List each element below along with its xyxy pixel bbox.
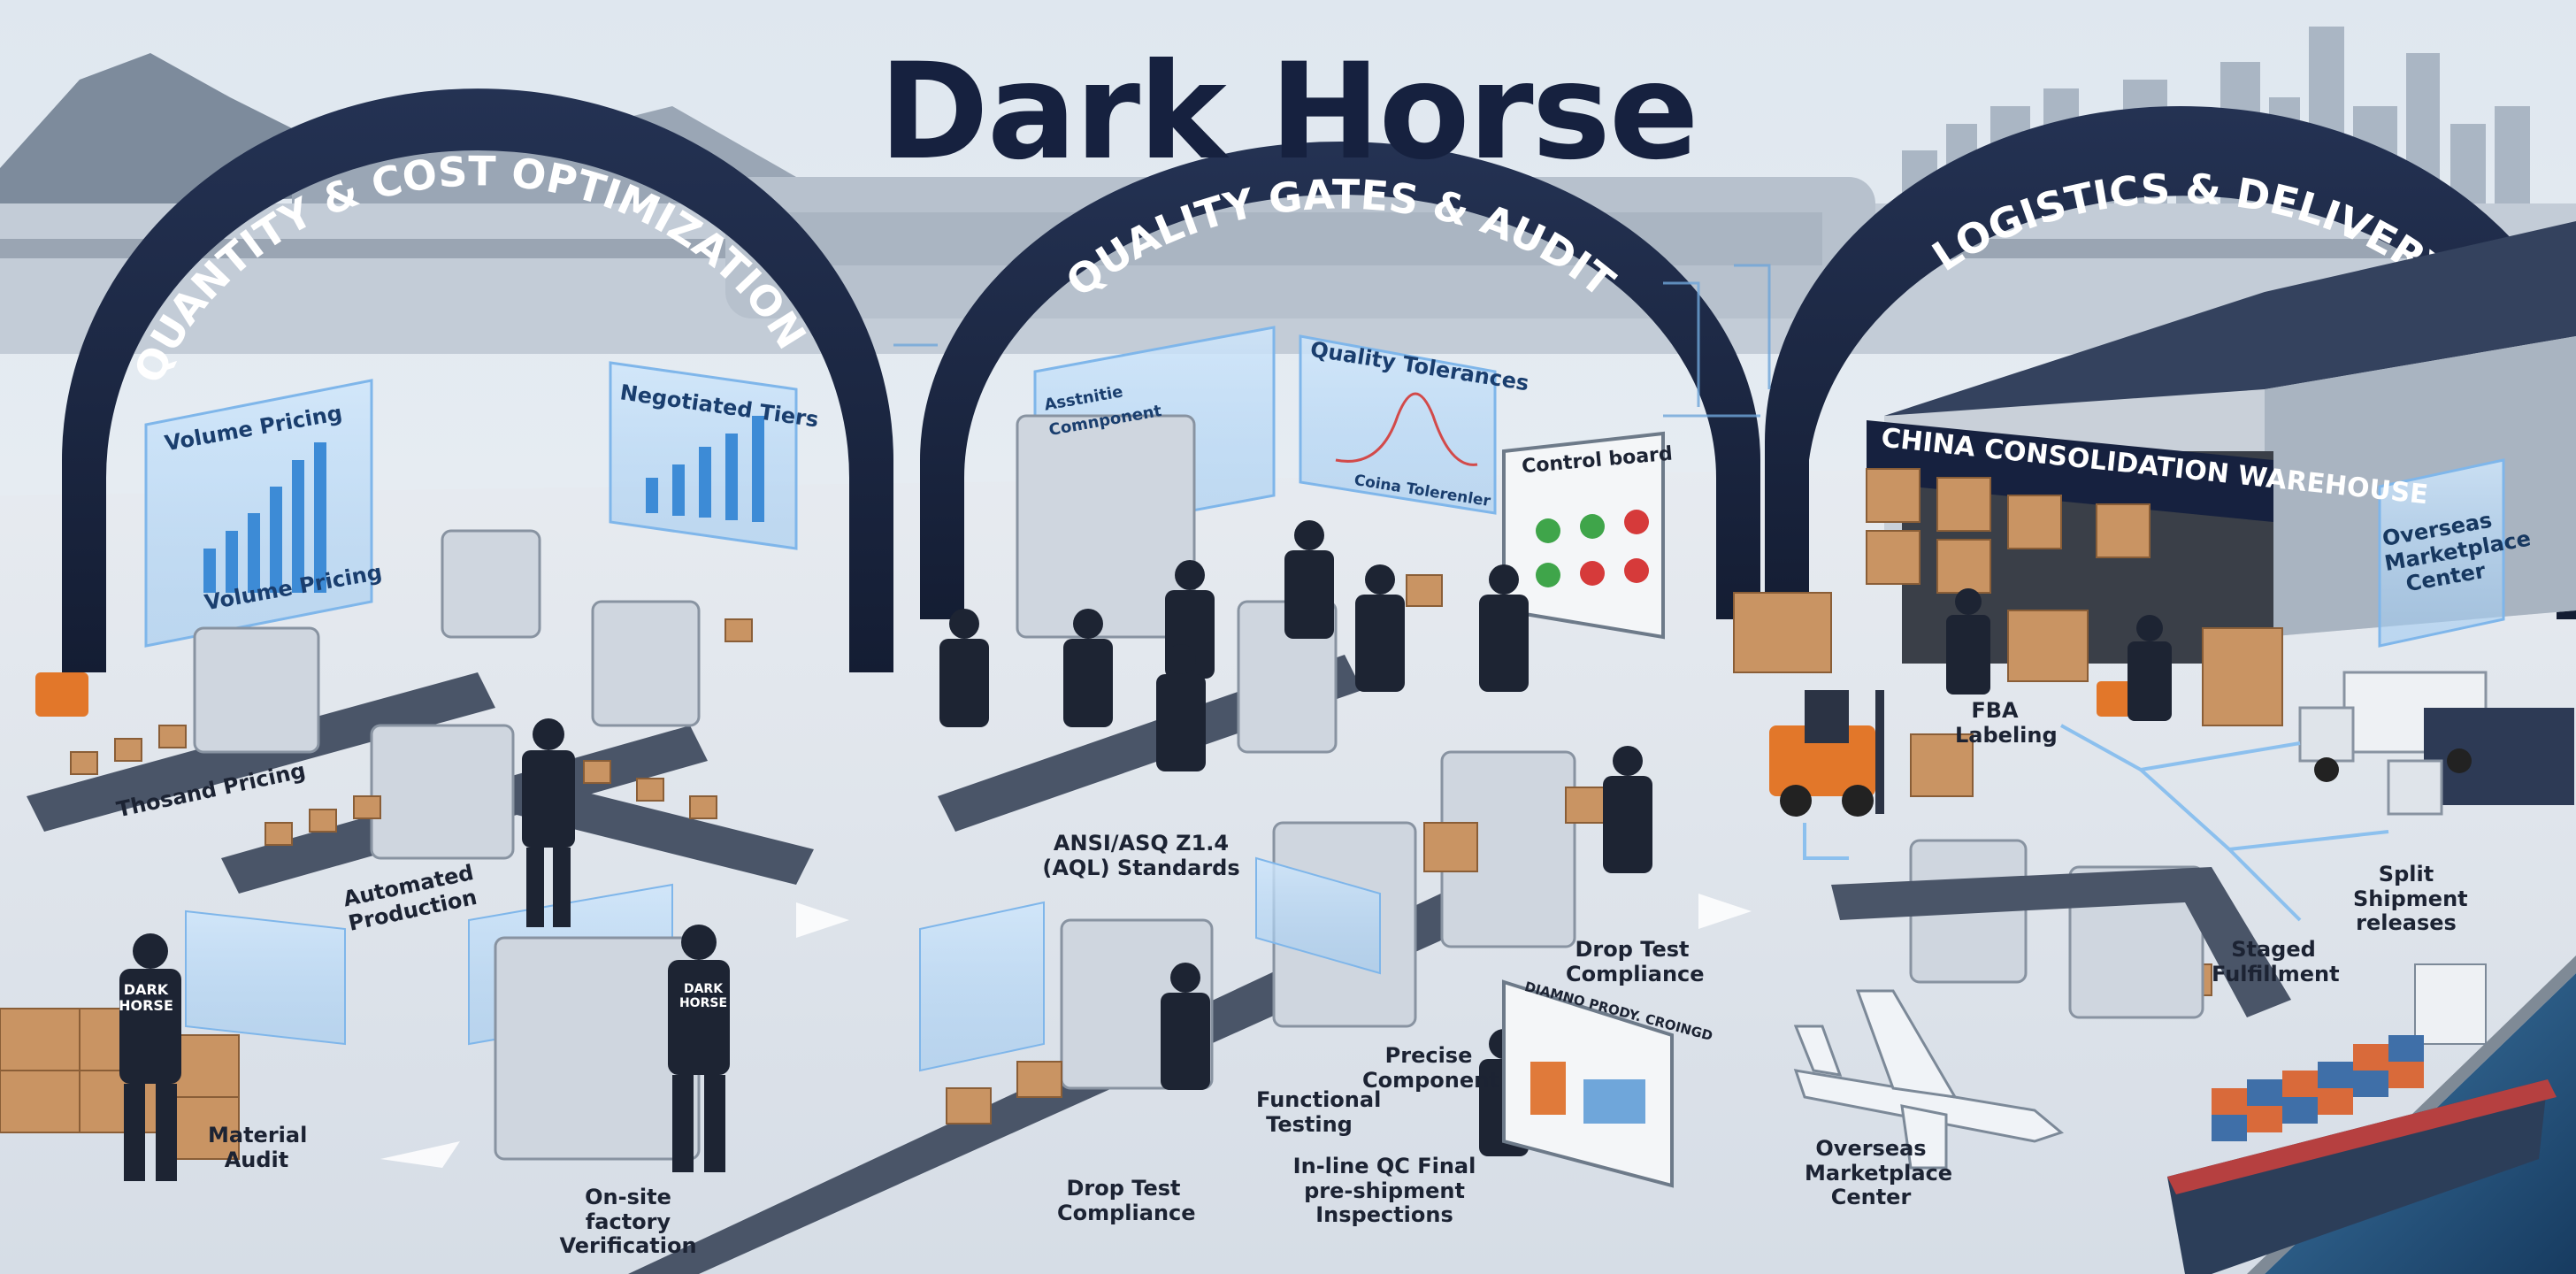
hologram-negotiated-tiers	[609, 361, 798, 550]
flow-arrows	[380, 894, 1752, 1168]
hologram-left-center	[919, 856, 1381, 1072]
label-material-audit: Material Audit	[208, 1123, 308, 1172]
forklift-small-left	[35, 672, 88, 717]
page-title: Dark Horse	[878, 35, 1698, 189]
worker-material-audit	[119, 933, 181, 1181]
uniform-text-left: DARK HORSE	[119, 981, 173, 1015]
conveyor-right	[1831, 867, 2291, 1017]
label-aql-standards: ANSI/ASQ Z1.4 (AQL) Standards	[1042, 831, 1240, 880]
control-board	[1502, 431, 1665, 640]
uniform-text-onsite: DARK HORSE	[678, 982, 728, 1011]
warehouse-sign	[1867, 420, 2273, 522]
workers-center	[939, 520, 1652, 1156]
label-inline-qc: In-line QC Final pre-shipment Inspection…	[1292, 1154, 1476, 1228]
forklift-right	[1769, 690, 1884, 817]
hologram-volume-pricing	[144, 379, 373, 648]
label-precise-component: Precise Component	[1362, 1043, 1499, 1093]
label-drop-test-bottom: Drop Test Compliance	[1057, 1176, 1196, 1225]
worker-conveyor-left	[522, 718, 575, 927]
label-split-shipment: Split Shipment releases	[2353, 862, 2468, 936]
display-board-center	[1502, 979, 1674, 1188]
boxes-center	[946, 574, 1611, 1124]
label-functional-testing: Functional Testing	[1256, 1087, 1382, 1137]
overseas-sign	[2378, 458, 2505, 648]
label-drop-test-top: Drop Test Compliance	[1566, 937, 1705, 986]
label-onsite-verification: On-site factory Verification	[559, 1185, 697, 1259]
arch-right	[1765, 106, 2576, 619]
flow-lines-right	[1803, 724, 2389, 922]
worker-onsite	[668, 925, 730, 1172]
label-overseas-center: Overseas Marketplace Center	[1805, 1136, 1953, 1210]
label-staged-fulfillment: Staged Fulfillment	[2212, 937, 2340, 986]
trucks	[2298, 671, 2574, 816]
circuit-lines	[893, 264, 1771, 418]
airplane	[1793, 989, 2065, 1170]
workers-right	[1946, 588, 2172, 721]
label-fba-labeling: FBA Labeling	[1955, 698, 2058, 748]
cargo-ship	[2167, 963, 2557, 1274]
machines-left	[193, 529, 701, 1161]
hologram-quality-tolerances	[1299, 334, 1497, 515]
